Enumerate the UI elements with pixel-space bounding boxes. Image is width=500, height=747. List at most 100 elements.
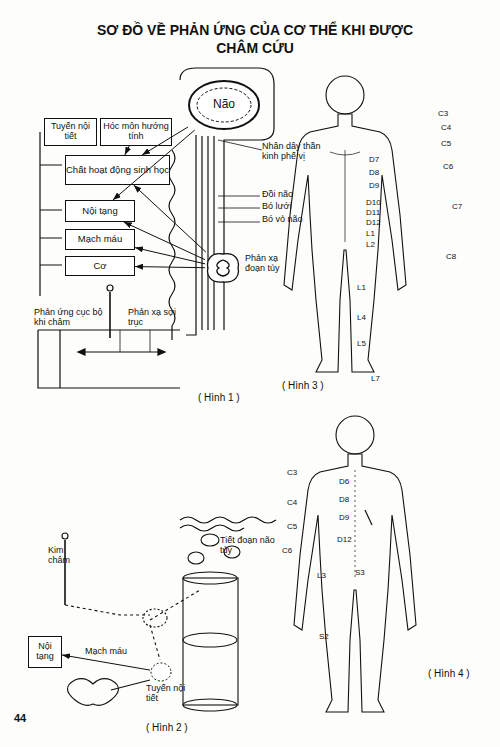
spinal-section xyxy=(183,699,237,711)
skin-block xyxy=(38,330,180,388)
segment-label: L1 xyxy=(366,230,386,239)
annotation: Tiết đoạn não tủy xyxy=(220,536,282,556)
nerve-cable xyxy=(207,136,208,330)
segment-label: C6 xyxy=(282,547,302,556)
double-arrow xyxy=(78,351,165,352)
arrow-connector xyxy=(125,146,129,155)
spinal-column xyxy=(183,578,238,705)
gland-shape xyxy=(151,663,171,681)
segment-label: L3 xyxy=(317,572,337,581)
process-box: Chất hoạt động sinh học xyxy=(65,155,170,185)
segment-label: L1 xyxy=(357,284,377,293)
needle xyxy=(64,540,66,605)
head-outline xyxy=(326,76,364,114)
segment-label: C4 xyxy=(287,499,307,508)
node-outline xyxy=(150,662,172,682)
arrow-connector xyxy=(113,130,195,200)
nerve-cable xyxy=(186,135,196,335)
segment-label: D8 xyxy=(339,496,359,505)
annotation: Kim châm xyxy=(48,546,78,566)
node-label: Tuyến nội tiết xyxy=(45,122,96,142)
nerve-cell xyxy=(143,609,167,627)
bracket-line xyxy=(40,132,62,296)
node-label: Chất hoạt động sinh học xyxy=(66,165,169,175)
nerve-cable xyxy=(213,136,214,330)
arrow-connector xyxy=(135,267,205,268)
ganglion xyxy=(188,552,204,564)
node-label: Hóc môn hướng tính xyxy=(101,122,171,142)
node-label: Não xyxy=(188,98,260,111)
brain-shape xyxy=(189,81,259,129)
segment-label: C8 xyxy=(446,253,466,262)
annotation: Nhân dây thần kinh phế vị xyxy=(262,142,332,162)
segment-label: L5 xyxy=(357,340,377,349)
ganglion xyxy=(201,534,219,546)
segment-label: C7 xyxy=(452,203,472,212)
spinal-section xyxy=(183,633,237,647)
heart-shape xyxy=(68,679,119,706)
process-box: Mạch máu xyxy=(65,229,135,250)
body-detail xyxy=(330,150,360,242)
segment-label: C4 xyxy=(441,124,461,133)
segment-label: L4 xyxy=(357,314,377,323)
segment-label: S3 xyxy=(355,569,375,578)
annotation: ( Hình 2 ) xyxy=(146,722,216,733)
segment-label: C3 xyxy=(287,469,307,478)
segment-label: D9 xyxy=(369,182,389,191)
segment-label: D12 xyxy=(366,219,386,228)
segment-label: C5 xyxy=(441,140,461,149)
vessel-line xyxy=(111,680,150,690)
segment-label: L7 xyxy=(371,375,391,384)
segment-label: D10 xyxy=(366,199,386,208)
needle-handle xyxy=(107,285,113,291)
leader-line xyxy=(120,330,150,352)
process-box: Cơ xyxy=(65,256,135,276)
arrow-head xyxy=(78,349,165,355)
title: SƠ ĐỒ VỀ PHẢN ỨNG CỦA CƠ THỂ KHI ĐƯỢC CH… xyxy=(95,22,415,57)
body-back xyxy=(294,454,416,712)
needle-handle xyxy=(62,533,68,539)
segment-label: D9 xyxy=(339,514,359,523)
wavy-tissue xyxy=(180,517,276,531)
nerve-cable xyxy=(201,136,202,330)
arrow-connector xyxy=(135,248,205,264)
spine-line xyxy=(355,470,356,578)
process-box: Nội tạng xyxy=(65,200,135,222)
segment-label: C3 xyxy=(438,110,458,119)
annotation: ( Hình 3 ) xyxy=(282,380,352,391)
node-label: Tuyến nội tiết xyxy=(146,684,188,704)
segment-label: D12 xyxy=(337,536,357,545)
segment-label: C6 xyxy=(443,163,463,172)
segment-label: L2 xyxy=(366,241,386,250)
spinal-segment: Phản xạ đoạn tủy xyxy=(205,252,241,284)
brain-node: Não xyxy=(188,80,260,130)
segment-label: D8 xyxy=(369,169,389,178)
arrow-connector xyxy=(134,185,206,252)
page-number: 44 xyxy=(14,712,44,724)
annotation: ( Hình 4 ) xyxy=(428,668,498,679)
process-box: Hóc môn hướng tính xyxy=(100,118,172,146)
annotation: ( Hình 1 ) xyxy=(198,392,268,403)
needle xyxy=(109,292,111,338)
edge-label: Mạch máu xyxy=(85,647,127,657)
node-label: Phản xạ đoạn tủy xyxy=(245,254,295,274)
arrow-connector xyxy=(142,127,188,155)
gland-circle: Tuyến nội tiết xyxy=(150,662,172,682)
organ-box: Nội tạng xyxy=(28,636,62,668)
head-outline xyxy=(336,416,374,454)
arrow-connector xyxy=(62,655,150,670)
leader-line xyxy=(218,140,262,222)
annotation: Đồi não xyxy=(262,190,322,200)
segment-label: D6 xyxy=(339,478,359,487)
annotation: Phản ứng cục bộ khi châm xyxy=(34,308,114,328)
segment-label: D11 xyxy=(366,209,386,218)
cord-section xyxy=(208,254,239,282)
process-box: Tuyến nội tiết xyxy=(44,118,97,146)
brain-outline xyxy=(180,68,274,330)
dashed-path xyxy=(65,590,200,660)
node-label: Mạch máu xyxy=(78,234,122,244)
segment-label: S2 xyxy=(319,633,339,642)
arrow-mark xyxy=(365,510,372,525)
